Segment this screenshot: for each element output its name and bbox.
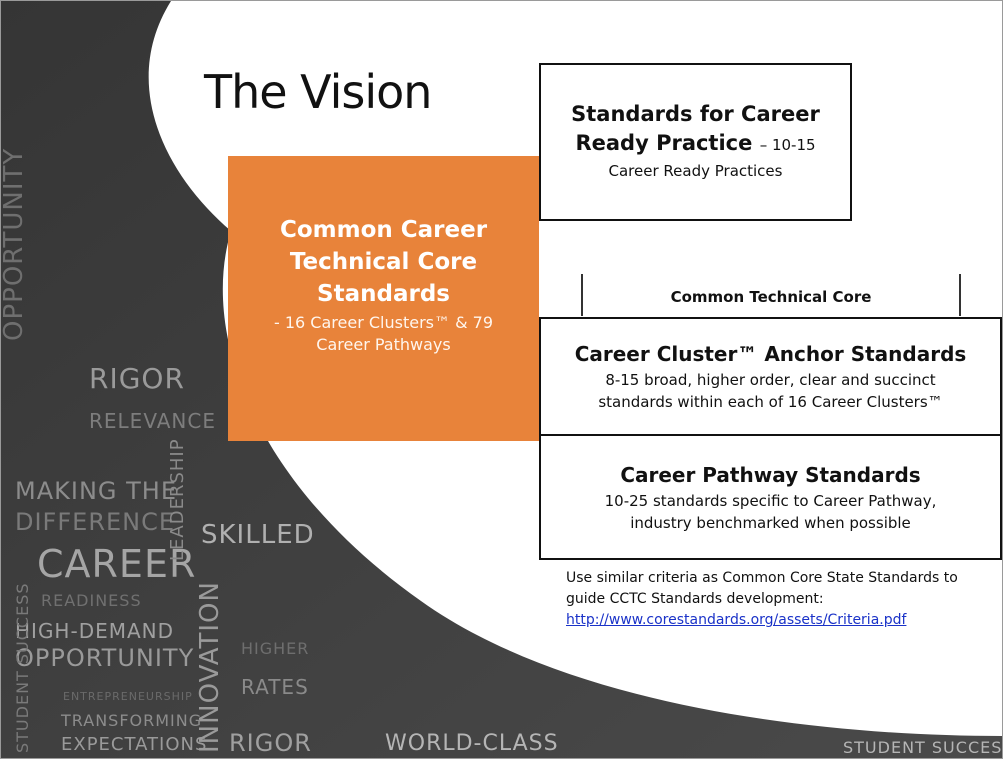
career-ready-practice-box: Standards for Career Ready Practice – 10…: [539, 63, 852, 221]
career-ready-heading-wrap: Standards for Career Ready Practice – 10…: [541, 100, 850, 160]
word-cloud-text: CAREER: [37, 542, 197, 586]
word-cloud-text: RIGOR: [229, 729, 312, 757]
cctc-box: Common Career Technical Core Standards -…: [228, 156, 539, 441]
pathway-heading: Career Pathway Standards: [620, 463, 921, 487]
word-cloud-text: DIFFERENCE: [15, 508, 176, 536]
bracket-left-line: [581, 274, 583, 316]
word-cloud-text: EXPECTATIONS: [61, 734, 208, 755]
anchor-standards-box: Career Cluster™ Anchor Standards 8-15 br…: [539, 317, 1002, 436]
word-cloud-text: STUDENT SUCCESS: [13, 582, 32, 753]
word-cloud-text: OPPORTUNITY: [0, 147, 29, 341]
word-cloud-text: READINESS: [41, 591, 142, 610]
anchor-subtext: 8-15 broad, higher order, clear and succ…: [598, 371, 943, 411]
pathway-standards-box: Career Pathway Standards 10-25 standards…: [539, 434, 1002, 560]
common-technical-core-label: Common Technical Core: [670, 288, 872, 306]
word-cloud-text: LEADERSHIP: [167, 438, 188, 561]
common-technical-core-bracket: [581, 274, 961, 316]
word-cloud-text: OPPORTUNITY: [15, 644, 195, 672]
criteria-link[interactable]: http://www.corestandards.org/assets/Crit…: [566, 612, 907, 628]
word-cloud-text: SKILLED: [201, 520, 315, 550]
word-cloud-text: ENTREPRENEURSHIP: [63, 690, 193, 703]
word-cloud-text: RATES: [241, 675, 309, 699]
career-ready-heading: Standards for Career Ready Practice: [571, 102, 820, 155]
cctc-subtext: - 16 Career Clusters™ & 79 Career Pathwa…: [274, 313, 493, 354]
word-cloud-text: WORLD-CLASS: [385, 731, 559, 756]
pathway-subtext: 10-25 standards specific to Career Pathw…: [604, 492, 937, 532]
criteria-note: Use similar criteria as Common Core Stat…: [566, 568, 991, 631]
word-cloud-text: STUDENT SUCCESS: [843, 738, 1003, 757]
word-cloud-text: TRANSFORMING: [61, 711, 203, 730]
career-ready-subtext: Career Ready Practices: [608, 162, 783, 180]
slide-title: The Vision: [204, 65, 432, 119]
career-ready-count: – 10-15: [759, 136, 816, 154]
anchor-heading: Career Cluster™ Anchor Standards: [574, 342, 967, 366]
cctc-heading: Common Career Technical Core Standards: [279, 217, 488, 307]
word-cloud-text: HIGH-DEMAND: [15, 619, 175, 643]
bracket-right-line: [959, 274, 961, 316]
word-cloud-text: RELEVANCE: [89, 409, 216, 433]
word-cloud-text: HIGHER: [241, 639, 310, 658]
word-cloud-text: RIGOR: [89, 362, 185, 395]
word-cloud-text: MAKING THE: [15, 477, 177, 505]
criteria-note-text: Use similar criteria as Common Core Stat…: [566, 570, 958, 607]
